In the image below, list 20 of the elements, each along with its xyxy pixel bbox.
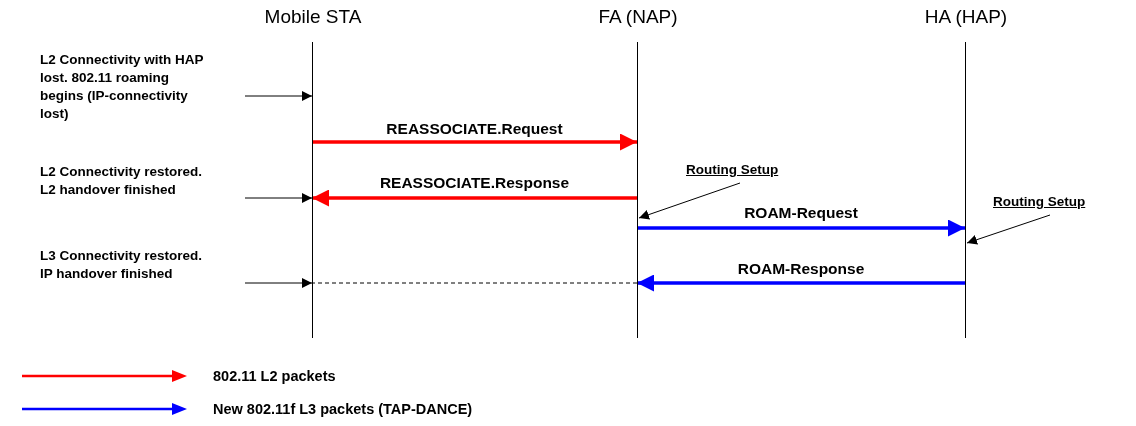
note-text: L2 Connectivity with HAP lost. 802.11 roaming begins (IP-connectivity lost) [40, 51, 205, 123]
note-text: L3 Connectivity restored. IP handover finished [40, 247, 204, 283]
message-arrow [244, 193, 313, 203]
lifeline-header: Mobile STA [264, 6, 362, 28]
message-arrow [244, 91, 313, 101]
message-arrow [637, 219, 965, 237]
legend-label: New 802.11f L3 packets (TAP-DANCE) [213, 401, 473, 417]
annotation-text: Routing Setup [993, 194, 1087, 209]
leader-line [966, 214, 1051, 245]
lifeline-header: HA (HAP) [924, 6, 1008, 28]
lifeline-header: FA (NAP) [598, 6, 678, 28]
message-arrow [244, 278, 313, 288]
annotation-text: Routing Setup [686, 162, 780, 177]
note-text: L2 Connectivity restored. L2 handover finished [40, 163, 204, 199]
connector-line [311, 282, 638, 284]
message-arrow [312, 133, 637, 151]
leader-line [638, 182, 741, 220]
message-arrow [637, 274, 965, 292]
legend-label: 802.11 L2 packets [213, 368, 336, 384]
message-arrow [312, 189, 637, 207]
